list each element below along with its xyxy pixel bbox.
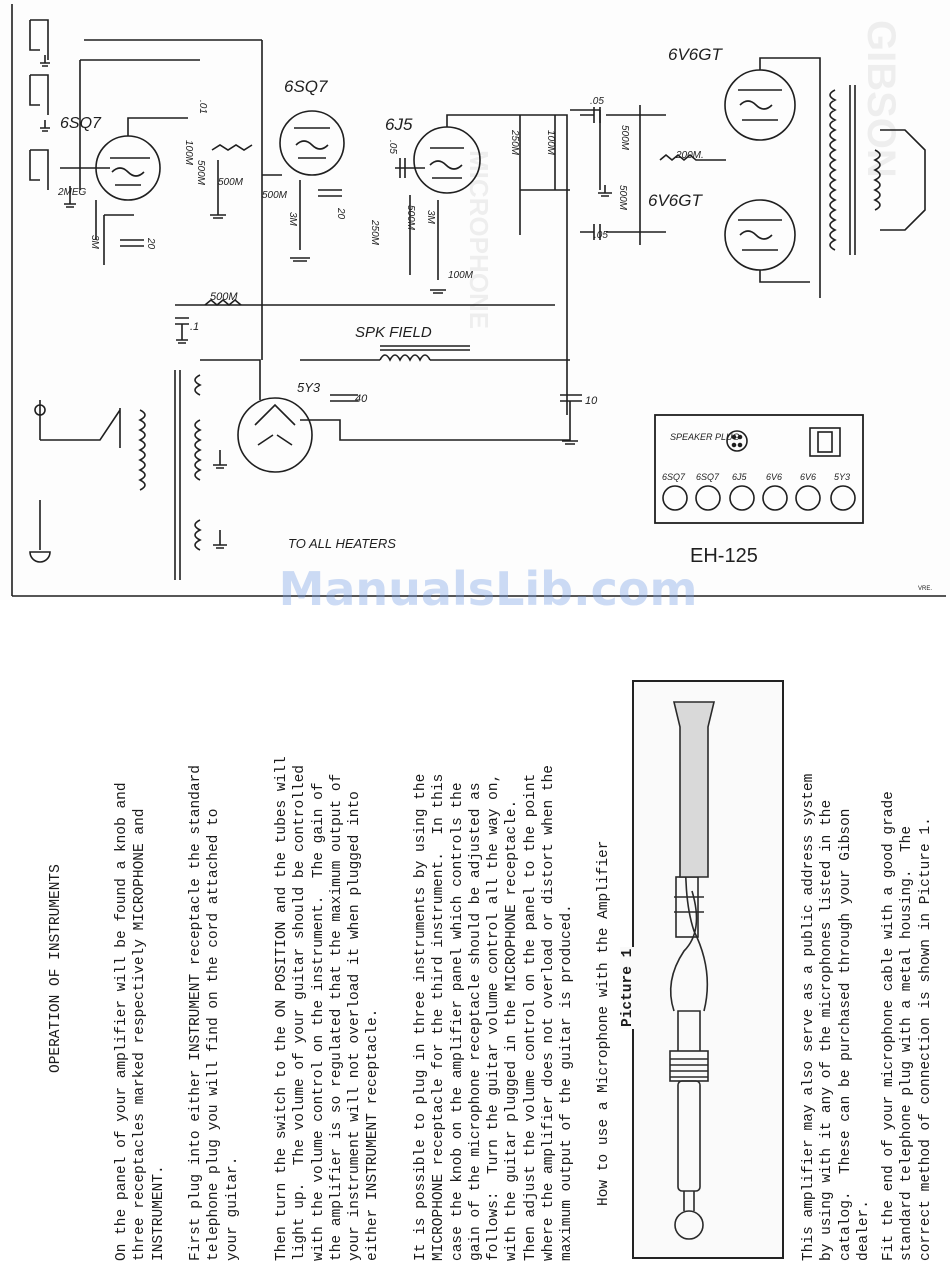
label-tube-2: 6SQ7 bbox=[284, 77, 328, 96]
subheading: How to use a Microphone with the Amplifi… bbox=[596, 840, 612, 1206]
output-transformer bbox=[829, 85, 926, 255]
label-r-200m: 200M. bbox=[675, 150, 704, 161]
label-c-05-b: .05 bbox=[590, 96, 604, 107]
label-r-100m-c: 100M bbox=[545, 130, 556, 156]
label-r-100m-b: 100M bbox=[448, 270, 474, 281]
instructions-page: OPERATION OF INSTRUMENTS On the panel of… bbox=[0, 606, 950, 1281]
label-r-2meg: 2MEG bbox=[57, 187, 87, 198]
label-c-05-c: .05 bbox=[594, 230, 608, 241]
panel-socket-4: 6V6 bbox=[766, 472, 782, 482]
tube-5y3 bbox=[237, 397, 313, 473]
corner-mark: VRE. bbox=[918, 586, 932, 592]
label-heaters: TO ALL HEATERS bbox=[288, 536, 396, 551]
label-r-500m-b: 500M bbox=[218, 177, 244, 188]
label-tube-4: 6V6GT bbox=[668, 45, 723, 64]
schematic-diagram: GIBSON MICROPHONE bbox=[0, 0, 950, 600]
label-c-05-a: .05 bbox=[387, 140, 398, 154]
label-r-3m-b: 3M bbox=[287, 212, 298, 227]
paragraph-6: Fit the end of your microphone cable wit… bbox=[881, 791, 934, 1261]
model-number: EH-125 bbox=[690, 545, 758, 567]
label-tube-3: 6J5 bbox=[385, 115, 413, 134]
label-tube-6: 5Y3 bbox=[297, 380, 321, 395]
label-speaker-plug: SPEAKER PLUG bbox=[670, 432, 740, 442]
paragraph-1: On the panel of your amplifier will be f… bbox=[114, 782, 167, 1261]
paragraph-4: It is possible to plug in three instrume… bbox=[413, 765, 576, 1261]
microphone-plug-illustration bbox=[669, 701, 716, 1240]
label-tube-1: 6SQ7 bbox=[60, 115, 102, 132]
section-heading: OPERATION OF INSTRUMENTS bbox=[48, 864, 64, 1073]
label-c-10: 10 bbox=[585, 395, 598, 407]
label-r-500m-a: 500M bbox=[195, 160, 206, 186]
paragraph-5: This amplifier may also serve as a publi… bbox=[801, 773, 872, 1261]
label-c-20-a: 20 bbox=[145, 237, 156, 250]
tube-panel bbox=[654, 414, 864, 524]
paragraph-3: Then turn the switch to the ON POSITION … bbox=[274, 756, 382, 1261]
tube-6v6gt-b bbox=[724, 199, 796, 271]
panel-socket-1: 6SQ7 bbox=[662, 472, 686, 482]
label-r-500m-g: 500M bbox=[210, 291, 238, 303]
label-r-3m-a: 3M bbox=[89, 235, 100, 250]
ghost-text-2: MICROPHONE bbox=[464, 150, 494, 329]
label-c-1: .1 bbox=[190, 321, 199, 333]
picture-1-frame bbox=[632, 680, 784, 1259]
label-c-20-b: 20 bbox=[335, 207, 346, 220]
label-r-500m-d: 500M bbox=[405, 205, 416, 231]
ghost-text-1: GIBSON bbox=[859, 20, 903, 178]
panel-socket-5: 6V6 bbox=[800, 472, 816, 482]
label-r-100m-a: 100M bbox=[183, 140, 194, 166]
panel-socket-3: 6J5 bbox=[732, 472, 748, 482]
input-jacks bbox=[29, 19, 200, 190]
instructions-rotated: OPERATION OF INSTRUMENTS On the panel of… bbox=[0, 606, 950, 1281]
label-spk-field: SPK FIELD bbox=[355, 324, 432, 341]
label-tube-5: 6V6GT bbox=[648, 191, 703, 210]
panel-socket-2: 6SQ7 bbox=[696, 472, 720, 482]
paragraph-2: First plug into either INSTRUMENT recept… bbox=[188, 765, 241, 1261]
power-transformer bbox=[29, 370, 227, 580]
label-r-500m-f: 500M bbox=[617, 185, 628, 211]
label-r-500m-c: 500M bbox=[262, 190, 288, 201]
label-r-3m-c: 3M bbox=[425, 210, 436, 225]
label-c-40: 40 bbox=[355, 393, 368, 405]
label-r-250m-b: 250M bbox=[509, 129, 520, 156]
panel-socket-6: 5Y3 bbox=[834, 472, 850, 482]
tube-6sq7-b bbox=[279, 110, 345, 176]
tube-6v6gt-a bbox=[724, 69, 796, 141]
schematic-svg: GIBSON MICROPHONE bbox=[11, 4, 946, 597]
label-c-01: .01 bbox=[197, 100, 208, 114]
label-r-500m-e: 500M bbox=[619, 125, 630, 151]
label-r-250m-a: 250M bbox=[369, 219, 380, 246]
picture-1-caption: Picture 1 bbox=[620, 946, 636, 1029]
